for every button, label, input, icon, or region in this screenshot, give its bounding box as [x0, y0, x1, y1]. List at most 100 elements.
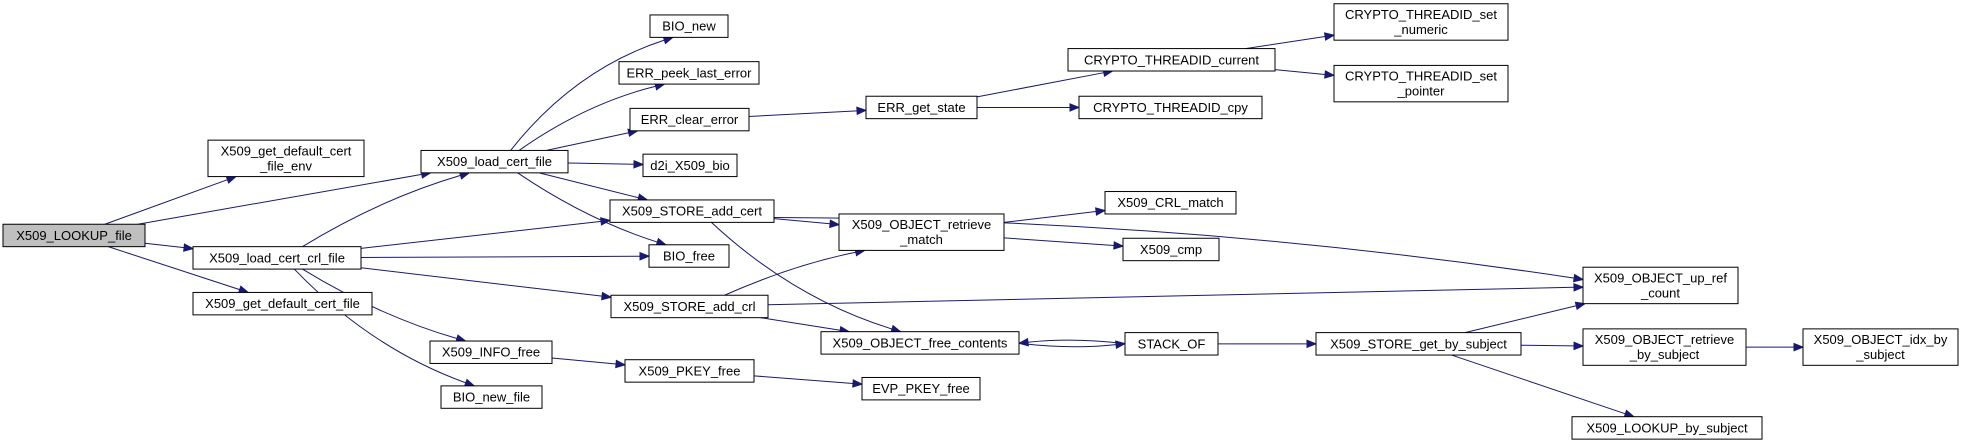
node-threadid-set-numeric[interactable]: CRYPTO_THREADID_set_numeric	[1333, 3, 1509, 41]
edge-line	[711, 222, 893, 330]
node-threadid-current[interactable]: CRYPTO_THREADID_current	[1067, 48, 1276, 72]
node-label: _numeric	[1393, 22, 1448, 37]
edge-line	[546, 132, 629, 151]
node-err-peek-last-error[interactable]: ERR_peek_last_error	[618, 61, 760, 85]
node-store-add-cert[interactable]: X509_STORE_add_cert	[609, 199, 775, 223]
arrowhead	[1793, 342, 1805, 352]
node-object-idx-by-subject[interactable]: X509_OBJECT_idx_by_subject	[1802, 328, 1959, 366]
node-box	[440, 385, 543, 409]
arrowhead	[639, 251, 651, 261]
node-pkey-free[interactable]: X509_PKEY_free	[624, 359, 755, 383]
node-label: _subject	[1855, 347, 1905, 362]
edge-line	[1520, 344, 1575, 347]
arrowhead	[1573, 282, 1585, 292]
node-bio-new-file[interactable]: BIO_new_file	[440, 385, 543, 409]
node-label: BIO_free	[663, 249, 715, 264]
arrowhead	[1306, 339, 1318, 349]
node-load-cert-file[interactable]: X509_load_cert_file	[420, 149, 569, 174]
node-label: X509_OBJECT_idx_by	[1814, 332, 1948, 347]
node-err-clear-error[interactable]: ERR_clear_error	[629, 107, 750, 132]
node-d2i-x509-bio[interactable]: d2i_X509_bio	[642, 153, 738, 178]
node-bio-free[interactable]: BIO_free	[648, 244, 730, 268]
edge-line	[748, 110, 858, 117]
node-stack-of[interactable]: STACK_OF	[1124, 332, 1219, 356]
node-crl-match[interactable]: X509_CRL_match	[1104, 191, 1237, 215]
node-info-free[interactable]: X509_INFO_free	[429, 340, 553, 364]
arrowhead	[1113, 241, 1125, 250]
arrowhead	[1095, 207, 1107, 216]
node-evp-pkey-free[interactable]: EVP_PKEY_free	[861, 376, 981, 401]
node-label: ERR_peek_last_error	[626, 65, 752, 80]
arrowhead	[1069, 103, 1081, 112]
node-threadid-cpy[interactable]: CRYPTO_THREADID_cpy	[1078, 95, 1263, 120]
edge-line	[360, 267, 603, 297]
node-box	[642, 153, 738, 178]
edge-line	[753, 375, 854, 384]
edge-store-get-by-subject-to-object-up-ref-count	[1464, 301, 1587, 334]
node-x509-cmp[interactable]: X509_cmp	[1122, 237, 1220, 262]
node-label: _pointer	[1397, 84, 1446, 99]
node-label: _match	[899, 232, 943, 247]
edge-line	[760, 317, 841, 331]
edge-pkey-free-to-evp-pkey-free	[753, 375, 864, 388]
node-box	[1333, 3, 1509, 41]
arrowhead	[183, 243, 195, 252]
node-label: X509_OBJECT_up_ref	[1594, 270, 1727, 285]
arrowhead	[1323, 32, 1336, 41]
edge-lookup-file-to-get-default-cert-file-env	[104, 175, 238, 225]
edge-line	[293, 268, 466, 384]
node-err-get-state[interactable]: ERR_get_state	[865, 95, 978, 120]
node-object-retrieve-match[interactable]: X509_OBJECT_retrieve_match	[838, 213, 1005, 251]
node-label: X509_PKEY_free	[639, 363, 741, 378]
edge-line	[724, 251, 856, 296]
node-label: CRYPTO_THREADID_current	[1084, 52, 1259, 67]
edge-lookup-file-to-load-cert-file	[137, 170, 432, 225]
arrowhead	[601, 291, 613, 301]
node-object-retrieve-by-subject[interactable]: X509_OBJECT_retrieve_by_subject	[1582, 328, 1747, 366]
node-box	[1315, 332, 1522, 356]
node-box	[861, 376, 981, 401]
edge-store-get-by-subject-to-lookup-by-subject	[1451, 354, 1636, 418]
node-label: X509_INFO_free	[442, 345, 540, 360]
node-object-up-ref-count[interactable]: X509_OBJECT_up_ref_count	[1582, 266, 1739, 305]
node-lookup-by-subject[interactable]: X509_LOOKUP_by_subject	[1571, 416, 1763, 440]
edge-load-cert-file-to-bio-free	[517, 172, 668, 247]
node-label: STACK_OF	[1138, 336, 1206, 351]
arrowhead	[225, 175, 238, 184]
edge-line	[1003, 211, 1097, 223]
node-get-default-cert-file[interactable]: X509_get_default_cert_file	[192, 291, 373, 316]
node-lookup-file[interactable]: X509_LOOKUP_file	[2, 223, 146, 248]
edge-line	[1003, 237, 1115, 247]
node-label: _by_subject	[1629, 347, 1700, 362]
node-box	[2, 223, 146, 248]
node-store-add-crl[interactable]: X509_STORE_add_crl	[610, 294, 769, 319]
edge-line	[1451, 354, 1626, 415]
edge-line	[1464, 305, 1577, 334]
edge-line	[518, 85, 656, 151]
edge-line	[517, 172, 658, 243]
edge-store-get-by-subject-to-object-retrieve-by-subject	[1520, 341, 1585, 351]
node-box	[192, 291, 373, 316]
edge-object-retrieve-match-to-crl-match	[1003, 207, 1107, 223]
node-get-default-cert-file-env[interactable]: X509_get_default_cert_file_env	[207, 139, 365, 178]
node-label: X509_OBJECT_retrieve	[852, 217, 991, 232]
node-box	[429, 340, 553, 364]
node-threadid-set-pointer[interactable]: CRYPTO_THREADID_set_pointer	[1333, 64, 1509, 103]
node-label: BIO_new_file	[453, 390, 530, 405]
node-bio-new[interactable]: BIO_new	[649, 14, 729, 38]
node-store-get-by-subject[interactable]: X509_STORE_get_by_subject	[1315, 332, 1522, 356]
node-label: X509_STORE_add_cert	[622, 204, 762, 219]
node-label: X509_CRL_match	[1117, 195, 1223, 210]
node-box	[865, 95, 978, 120]
node-object-free-contents[interactable]: X509_OBJECT_free_contents	[820, 331, 1020, 355]
node-box	[1802, 328, 1959, 366]
node-box	[610, 294, 769, 319]
edge-store-add-crl-to-object-retrieve-match	[724, 248, 866, 296]
node-load-cert-crl-file[interactable]: X509_load_cert_crl_file	[192, 246, 362, 270]
edge-line	[539, 172, 639, 199]
node-box	[629, 107, 750, 132]
arrowhead	[463, 378, 476, 387]
node-label: ERR_get_state	[877, 100, 965, 115]
edge-line	[976, 72, 1104, 98]
